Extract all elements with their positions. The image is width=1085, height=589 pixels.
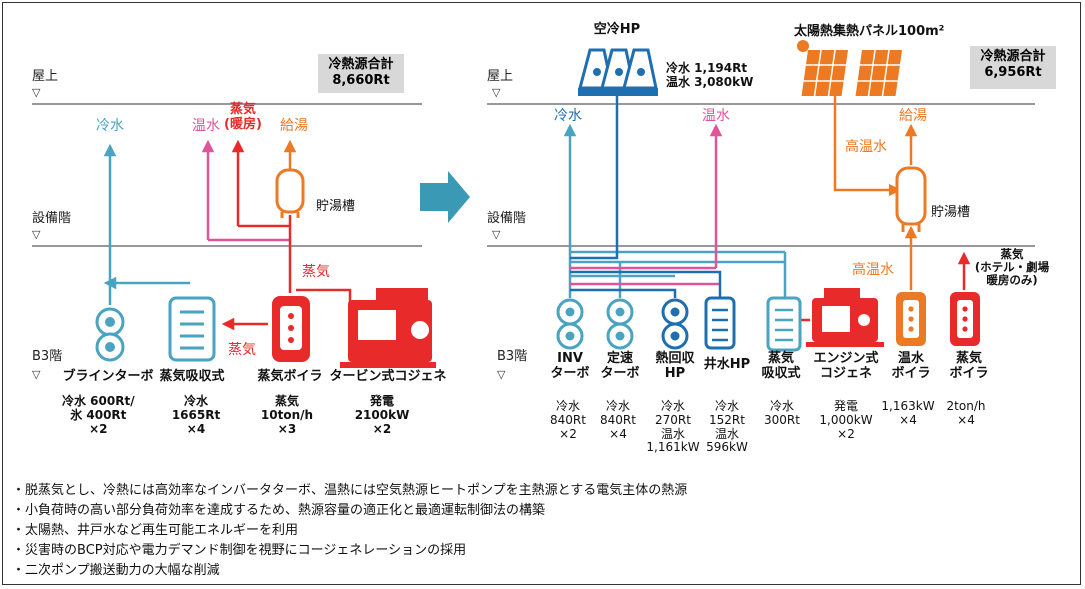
right-total-box: 冷熱源合計 6,956Rt	[970, 46, 1056, 89]
right-roof-label: 屋上	[487, 69, 514, 84]
heat-recovery-hp-icon	[661, 298, 689, 350]
right-equipment-spec-6: 1,163kW ×4	[881, 399, 935, 427]
right-floor-lines	[487, 103, 1035, 247]
right-hot-pipe	[570, 123, 723, 286]
transition-arrow	[420, 171, 470, 223]
right-steam-note: 蒸気 (ホテル・劇場 暖房のみ)	[974, 247, 1050, 288]
air-cooled-hp-icon	[578, 48, 658, 96]
left-b3-label: B3階	[32, 349, 63, 364]
steam-absorption-right-icon	[766, 296, 802, 352]
left-equipment-floor-label: 設備階	[32, 211, 72, 226]
left-cold-label: 冷水	[96, 118, 124, 134]
right-b3-label: B3階	[497, 349, 528, 364]
steam-boiler-right-icon	[950, 292, 980, 346]
left-total-box: 冷熱源合計 8,660Rt	[318, 54, 404, 93]
right-total-value: 6,956Rt	[984, 64, 1042, 80]
brine-turbo-icon	[95, 307, 125, 362]
left-steam-label-1: 蒸気	[302, 264, 330, 280]
right-b3-marker: ▽	[497, 368, 506, 381]
left-hot-label: 温水	[192, 118, 220, 134]
steam-boiler-icon	[272, 296, 310, 362]
right-hot-water-tank-icon	[895, 166, 927, 232]
right-equipment-spec-5: 発電 1,000kW ×2	[819, 399, 873, 441]
right-cold-pipe	[563, 123, 787, 298]
left-total-label: 冷熱源合計	[328, 57, 394, 72]
left-tank-label: 貯湯槽	[316, 199, 356, 214]
right-equipment-label-0: INV ターボ	[550, 351, 590, 381]
right-hp-pipe	[570, 88, 722, 298]
bullet-item: ・太陽熱、井戸水など再生可能エネルギーを利用	[12, 523, 299, 538]
left-floor-lines	[32, 103, 422, 247]
left-equipment-label-1: 蒸気吸収式	[159, 369, 225, 384]
right-supply-label: 給湯	[899, 108, 927, 124]
left-roof-marker: ▽	[32, 86, 41, 99]
right-equipment-label-2: 熱回収 HP	[655, 351, 695, 381]
right-tank-label: 貯湯槽	[931, 205, 971, 220]
right-roof-marker: ▽	[492, 86, 501, 99]
left-equipment-label-0: ブラインターボ	[62, 369, 154, 384]
fixed-speed-turbo-icon	[606, 298, 634, 350]
engine-cogeneration-icon	[806, 288, 884, 347]
right-equipment-spec-0: 冷水 840Rt ×2	[550, 399, 586, 441]
left-equipment-spec-1: 冷水 1665Rt ×4	[171, 394, 221, 436]
steam-absorption-icon	[168, 296, 216, 362]
right-equipment-label-7: 蒸気 ボイラ	[949, 351, 989, 381]
left-equipment-label-3: タービン式コジェネ	[329, 369, 447, 384]
right-equipment-label-1: 定速 ターボ	[600, 351, 640, 381]
left-hot-water-tank-icon	[275, 168, 305, 218]
left-supply-label: 給湯	[280, 118, 308, 134]
right-equipment-spec-3: 冷水 152Rt 温水 596kW	[706, 399, 748, 455]
bullet-item: ・災害時のBCP対応や電力デマンド制御を視野にコージェネレーションの採用	[12, 543, 467, 558]
right-cold-label: 冷水	[554, 108, 582, 124]
left-b3-marker: ▽	[32, 368, 41, 381]
left-cold-pipe	[103, 143, 190, 305]
left-roof-label: 屋上	[32, 69, 59, 84]
bullet-item: ・小負荷時の高い部分負荷効率を達成するため、熱源容量の適正化と最適運転制御法の構…	[12, 503, 546, 518]
left-equipment-floor-marker: ▽	[32, 228, 41, 241]
right-equipment-spec-2: 冷水 270Rt 温水 1,161kW	[646, 399, 700, 455]
bullet-item: ・二次ポンプ搬送動力の大幅な削減	[12, 563, 220, 578]
left-equipment-spec-0: 冷水 600Rt/ 氷 400Rt ×2	[62, 394, 135, 436]
left-hot-pipe	[201, 139, 290, 242]
right-equipment-floor-label: 設備階	[487, 211, 527, 226]
left-total-value: 8,660Rt	[332, 72, 390, 88]
left-equipment-spec-3: 発電 2100kW ×2	[354, 394, 410, 436]
right-total-label: 冷熱源合計	[980, 49, 1046, 64]
right-equipment-label-3: 井水HP	[703, 357, 751, 372]
right-high-temp-label-2: 高温水	[852, 262, 894, 278]
right-equipment-label-5: エンジン式 コジェネ	[813, 351, 879, 381]
air-hp-label: 空冷HP	[593, 22, 641, 37]
left-steam-heating-label: 蒸気 (暖房)	[224, 102, 262, 132]
left-equipment-label-2: 蒸気ボイラ	[257, 369, 323, 384]
well-water-hp-icon	[704, 296, 736, 350]
right-equipment-label-4: 蒸気 吸収式	[761, 351, 801, 381]
solar-panel-label: 太陽熱集熱パネル100m²	[794, 24, 945, 39]
right-equipment-spec-1: 冷水 840Rt ×4	[600, 399, 636, 441]
right-hotwater-pipe	[833, 95, 918, 290]
air-hp-spec: 冷水 1,194Rt 温水 3,080kW	[666, 61, 754, 89]
bullet-item: ・脱蒸気とし、冷熱には高効率なインバータターボ、温熱には空気熱源ヒートポンプを主…	[12, 483, 688, 498]
right-equipment-spec-4: 冷水 300Rt	[764, 399, 800, 427]
left-steam-label-2: 蒸気	[228, 342, 256, 358]
right-equipment-spec-7: 2ton/h ×4	[946, 399, 986, 427]
left-equipment-spec-2: 蒸気 10ton/h ×3	[260, 394, 314, 436]
right-hot-label: 温水	[702, 108, 730, 124]
solar-panel-icon	[797, 40, 902, 96]
hot-water-boiler-icon	[896, 292, 926, 346]
inv-turbo-icon	[556, 298, 584, 350]
turbine-cogeneration-icon	[340, 288, 436, 368]
right-equipment-floor-marker: ▽	[492, 228, 501, 241]
right-equipment-label-6: 温水 ボイラ	[891, 351, 931, 381]
right-high-temp-label-1: 高温水	[845, 139, 887, 155]
